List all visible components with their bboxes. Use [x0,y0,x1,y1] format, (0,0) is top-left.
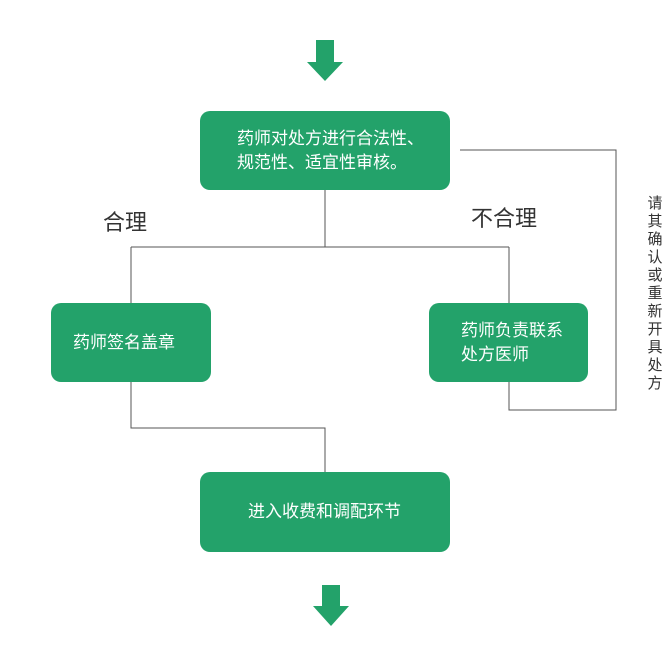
top-down-arrow-icon [307,40,343,81]
review-box: 药师对处方进行合法性、 规范性、适宜性审核。 [200,111,450,190]
side-note-char: 其 [647,212,663,230]
side-note-char: 确 [647,230,663,248]
next-step-box: 进入收费和调配环节 [200,472,450,552]
unreasonable-label: 不合理 [471,207,538,232]
side-note-char: 方 [647,374,663,392]
sign-label: 药师签名盖章 [73,332,175,353]
side-note-char: 具 [647,338,663,356]
side-note-char: 开 [647,320,663,338]
review-line-2: 规范性、适宜性审核。 [237,152,407,173]
next-step-label: 进入收费和调配环节 [248,502,401,522]
side-note-char: 重 [647,284,663,302]
contact-line-2: 处方医师 [461,344,529,365]
side-note-char: 处 [647,356,663,374]
reasonable-label: 合理 [103,211,148,236]
side-note-char: 认 [647,248,663,266]
contact-box: 药师负责联系 处方医师 [429,303,588,382]
side-note: 请 其 确 认 或 重 新 开 具 处 方 [646,194,664,392]
side-note-char: 请 [647,194,663,212]
sign-to-next-line [130,382,326,472]
side-note-char: 新 [647,302,663,320]
contact-line-1: 药师负责联系 [461,320,563,341]
sign-box: 药师签名盖章 [51,303,211,382]
bottom-down-arrow-icon [313,585,349,626]
feedback-loop-line [460,149,617,411]
side-note-char: 或 [647,266,663,284]
review-line-1: 药师对处方进行合法性、 [237,128,424,149]
